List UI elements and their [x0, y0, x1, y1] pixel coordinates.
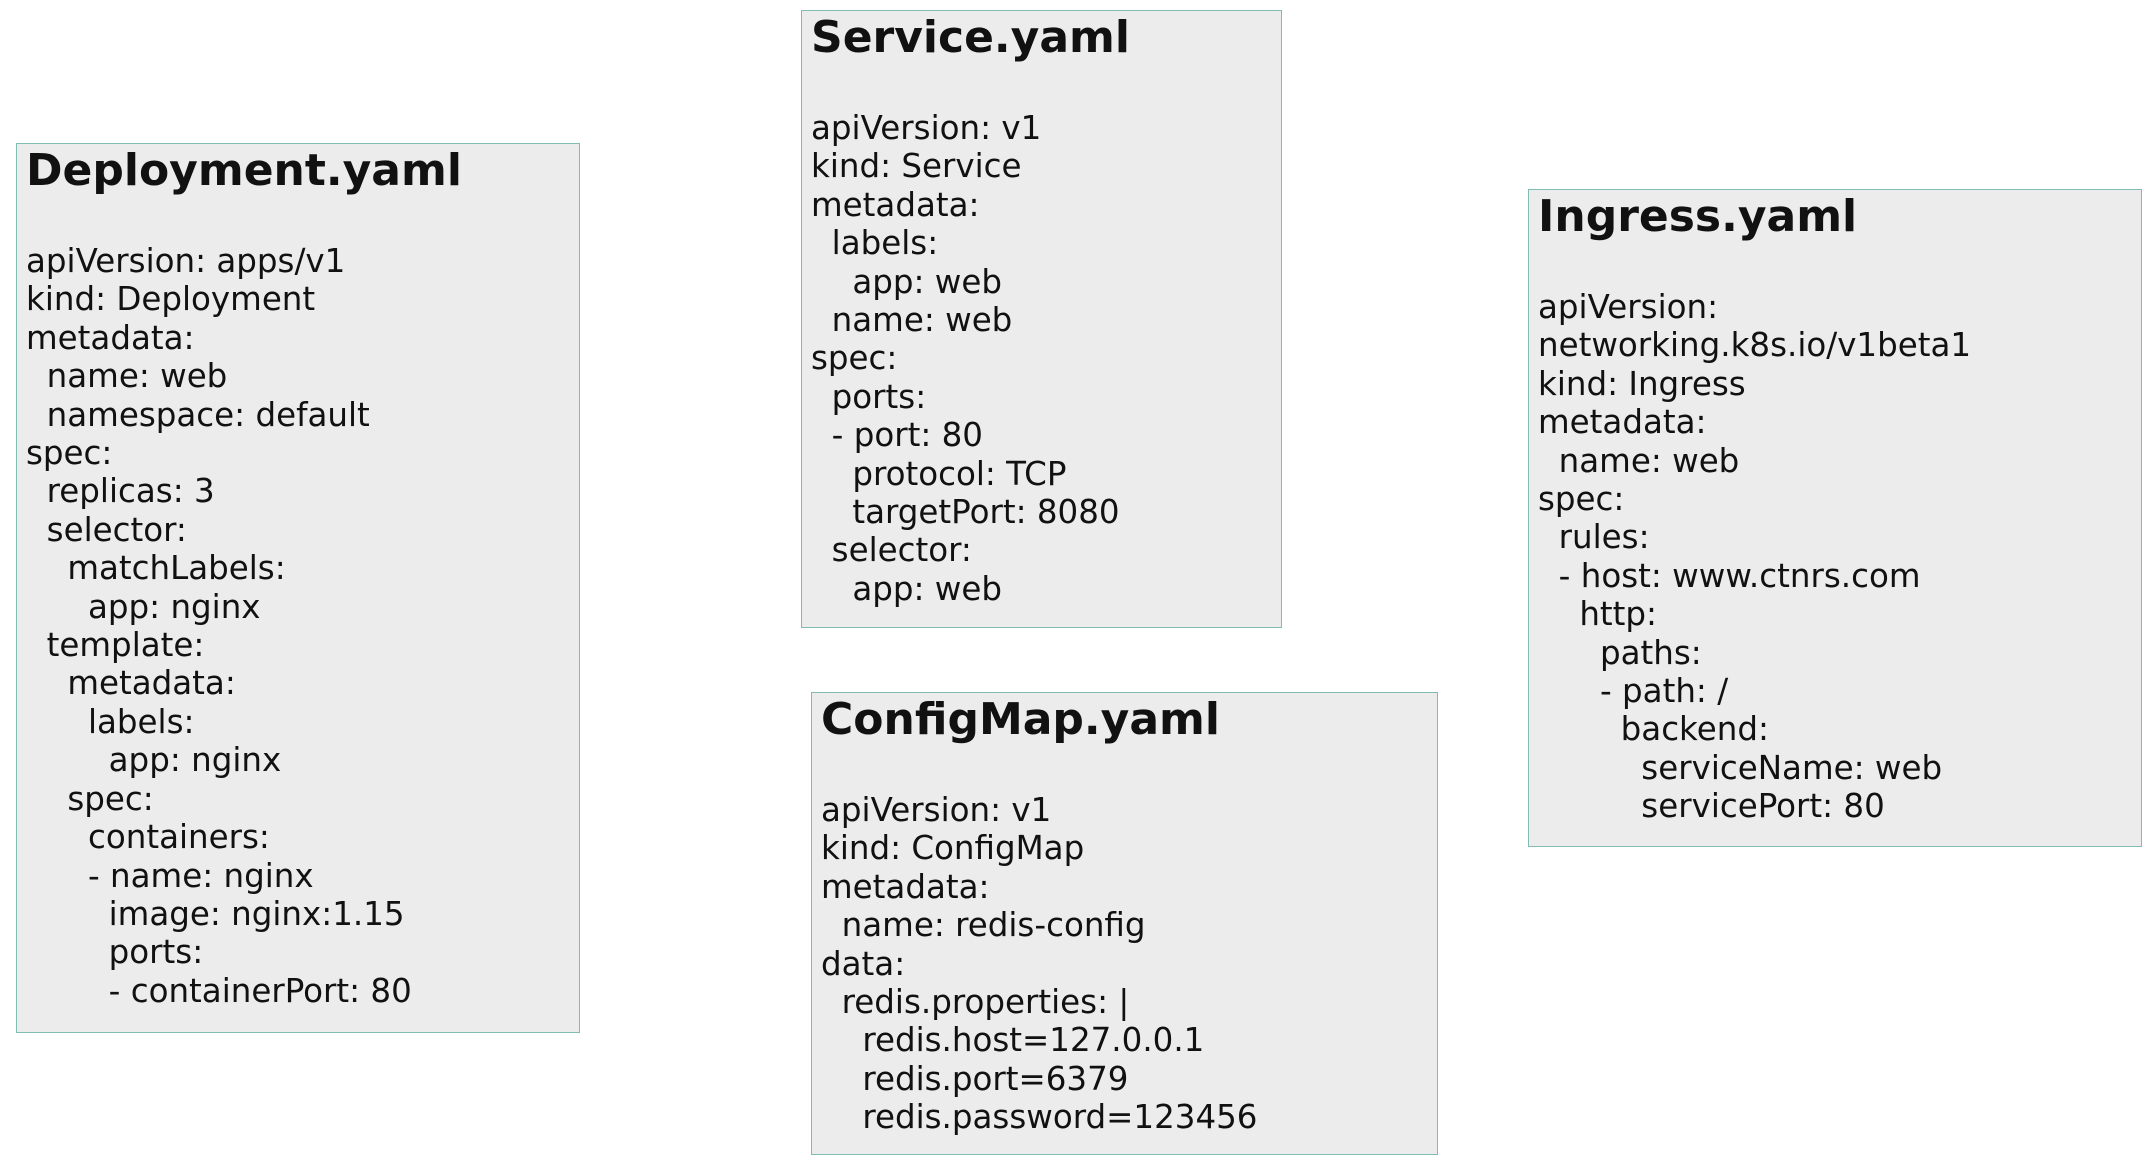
yaml-line: template:: [26, 626, 205, 665]
yaml-line: image: nginx:1.15: [26, 894, 405, 933]
yaml-line: name: web: [26, 357, 228, 396]
yaml-line: - name: nginx: [26, 856, 314, 895]
yaml-line: apiVersion: v1: [821, 791, 1052, 829]
yaml-line: - path: /: [1538, 672, 1729, 711]
yaml-line: kind: Service: [811, 147, 1022, 186]
yaml-line: metadata:: [26, 664, 236, 703]
yaml-line: backend:: [1538, 710, 1769, 749]
yaml-line: selector:: [26, 510, 187, 549]
yaml-line: - port: 80: [811, 416, 983, 455]
yaml-line: servicePort: 80: [1538, 787, 1885, 826]
box-title: Ingress.yaml: [1538, 191, 1858, 242]
box-title: Service.yaml: [811, 12, 1130, 63]
yaml-line: name: web: [1538, 441, 1740, 480]
ingress-yaml-box: Ingress.yaml apiVersion:networking.k8s.i…: [1528, 189, 2142, 847]
yaml-line: replicas: 3: [26, 472, 215, 511]
yaml-line: protocol: TCP: [811, 454, 1067, 493]
yaml-line: spec:: [26, 779, 154, 818]
yaml-line: app: nginx: [26, 587, 261, 626]
yaml-line: apiVersion: apps/v1: [26, 242, 346, 280]
yaml-line: name: web: [811, 301, 1013, 340]
yaml-line: redis.host=127.0.0.1: [821, 1021, 1205, 1060]
yaml-line: networking.k8s.io/v1beta1: [1538, 326, 1972, 365]
yaml-line: paths:: [1538, 633, 1702, 672]
box-title: Deployment.yaml: [26, 145, 462, 196]
yaml-line: spec:: [811, 339, 898, 378]
yaml-line: labels:: [26, 702, 195, 741]
yaml-line: selector:: [811, 531, 972, 570]
yaml-line: - host: www.ctnrs.com: [1538, 556, 1921, 595]
yaml-line: - containerPort: 80: [26, 971, 412, 1010]
yaml-line: redis.port=6379: [821, 1059, 1129, 1098]
yaml-line: redis.properties: |: [821, 983, 1130, 1022]
yaml-line: kind: ConfigMap: [821, 829, 1085, 868]
yaml-line: http:: [1538, 595, 1657, 634]
box-title: ConfigMap.yaml: [821, 694, 1220, 745]
yaml-line: spec:: [1538, 480, 1625, 519]
yaml-line: namespace: default: [26, 395, 370, 434]
yaml-line: data:: [821, 944, 906, 983]
yaml-line: targetPort: 8080: [811, 493, 1120, 532]
yaml-line: name: redis-config: [821, 906, 1146, 945]
yaml-line: serviceName: web: [1538, 748, 1943, 787]
yaml-line: metadata:: [821, 867, 990, 906]
yaml-line: apiVersion:: [1538, 288, 1719, 326]
yaml-line: matchLabels:: [26, 549, 286, 588]
yaml-line: metadata:: [26, 318, 195, 357]
yaml-line: spec:: [26, 434, 113, 473]
yaml-line: ports:: [811, 377, 927, 416]
yaml-line: rules:: [1538, 518, 1650, 557]
yaml-line: ports:: [26, 933, 204, 972]
yaml-line: containers:: [26, 818, 270, 857]
yaml-line: metadata:: [1538, 403, 1707, 442]
yaml-line: app: web: [811, 569, 1002, 608]
yaml-line: app: nginx: [26, 741, 282, 780]
yaml-line: kind: Ingress: [1538, 364, 1746, 403]
yaml-line: metadata:: [811, 185, 980, 224]
yaml-line: app: web: [811, 262, 1002, 301]
yaml-line: apiVersion: v1: [811, 109, 1042, 147]
yaml-line: kind: Deployment: [26, 280, 316, 319]
yaml-line: redis.password=123456: [821, 1098, 1258, 1137]
yaml-line: labels:: [811, 224, 939, 263]
